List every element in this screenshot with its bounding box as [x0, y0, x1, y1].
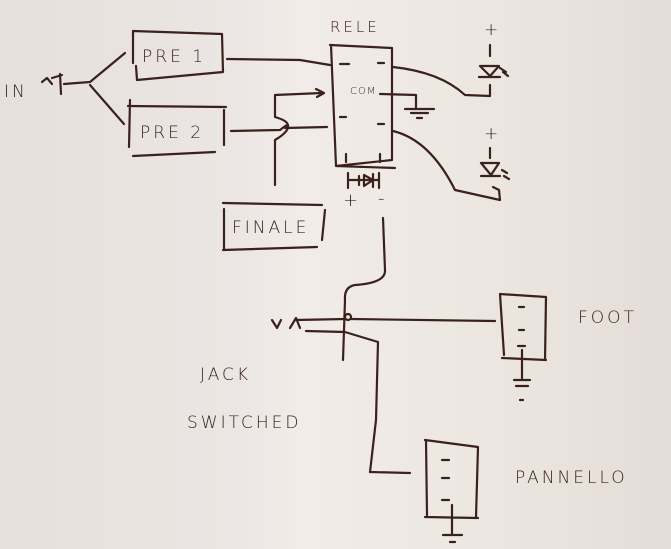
pannello-box — [423, 438, 480, 544]
relay-label: RELE — [330, 18, 380, 36]
led1-symbol — [477, 43, 510, 79]
pre2-label: PRE 2 — [140, 123, 205, 143]
input-wire — [62, 51, 127, 126]
jack-label: JACK — [200, 365, 252, 385]
jack-tip — [270, 316, 302, 330]
pre1-box — [131, 29, 225, 82]
led2-wire — [391, 129, 502, 202]
switched-label: SWITCHED — [187, 413, 302, 433]
finale-box — [221, 201, 327, 252]
wire-crossing — [343, 312, 353, 322]
led2-symbol — [479, 146, 511, 181]
pre1-to-relay-wire — [225, 57, 332, 67]
foot-box — [498, 292, 548, 402]
foot-label: FOOT — [578, 308, 637, 328]
led1-plus-label: + — [484, 20, 502, 40]
pre2-box — [126, 98, 228, 158]
relay-minus-label: - — [378, 188, 388, 209]
finale-to-com-wire — [273, 87, 326, 187]
pre1-label: PRE 1 — [142, 47, 207, 67]
pannello-label: PANNELLO — [515, 468, 628, 488]
jack-to-pannello-wire — [304, 329, 412, 475]
com-to-ground-wire — [378, 92, 436, 120]
relay-minus-wire — [341, 216, 387, 362]
jack-to-foot-wire — [294, 317, 497, 323]
input-jack-symbol — [40, 72, 64, 96]
com-label: COM — [350, 86, 377, 97]
relay-box — [328, 43, 397, 170]
relay-pins — [338, 61, 386, 164]
pre2-to-relay-wire — [229, 124, 329, 133]
input-label: IN — [4, 82, 28, 102]
relay-plus-label: + — [343, 190, 362, 211]
diode-symbol — [346, 171, 381, 190]
finale-label: FINALE — [232, 218, 310, 238]
led2-plus-label: + — [484, 124, 502, 144]
led1-wire — [391, 65, 492, 98]
